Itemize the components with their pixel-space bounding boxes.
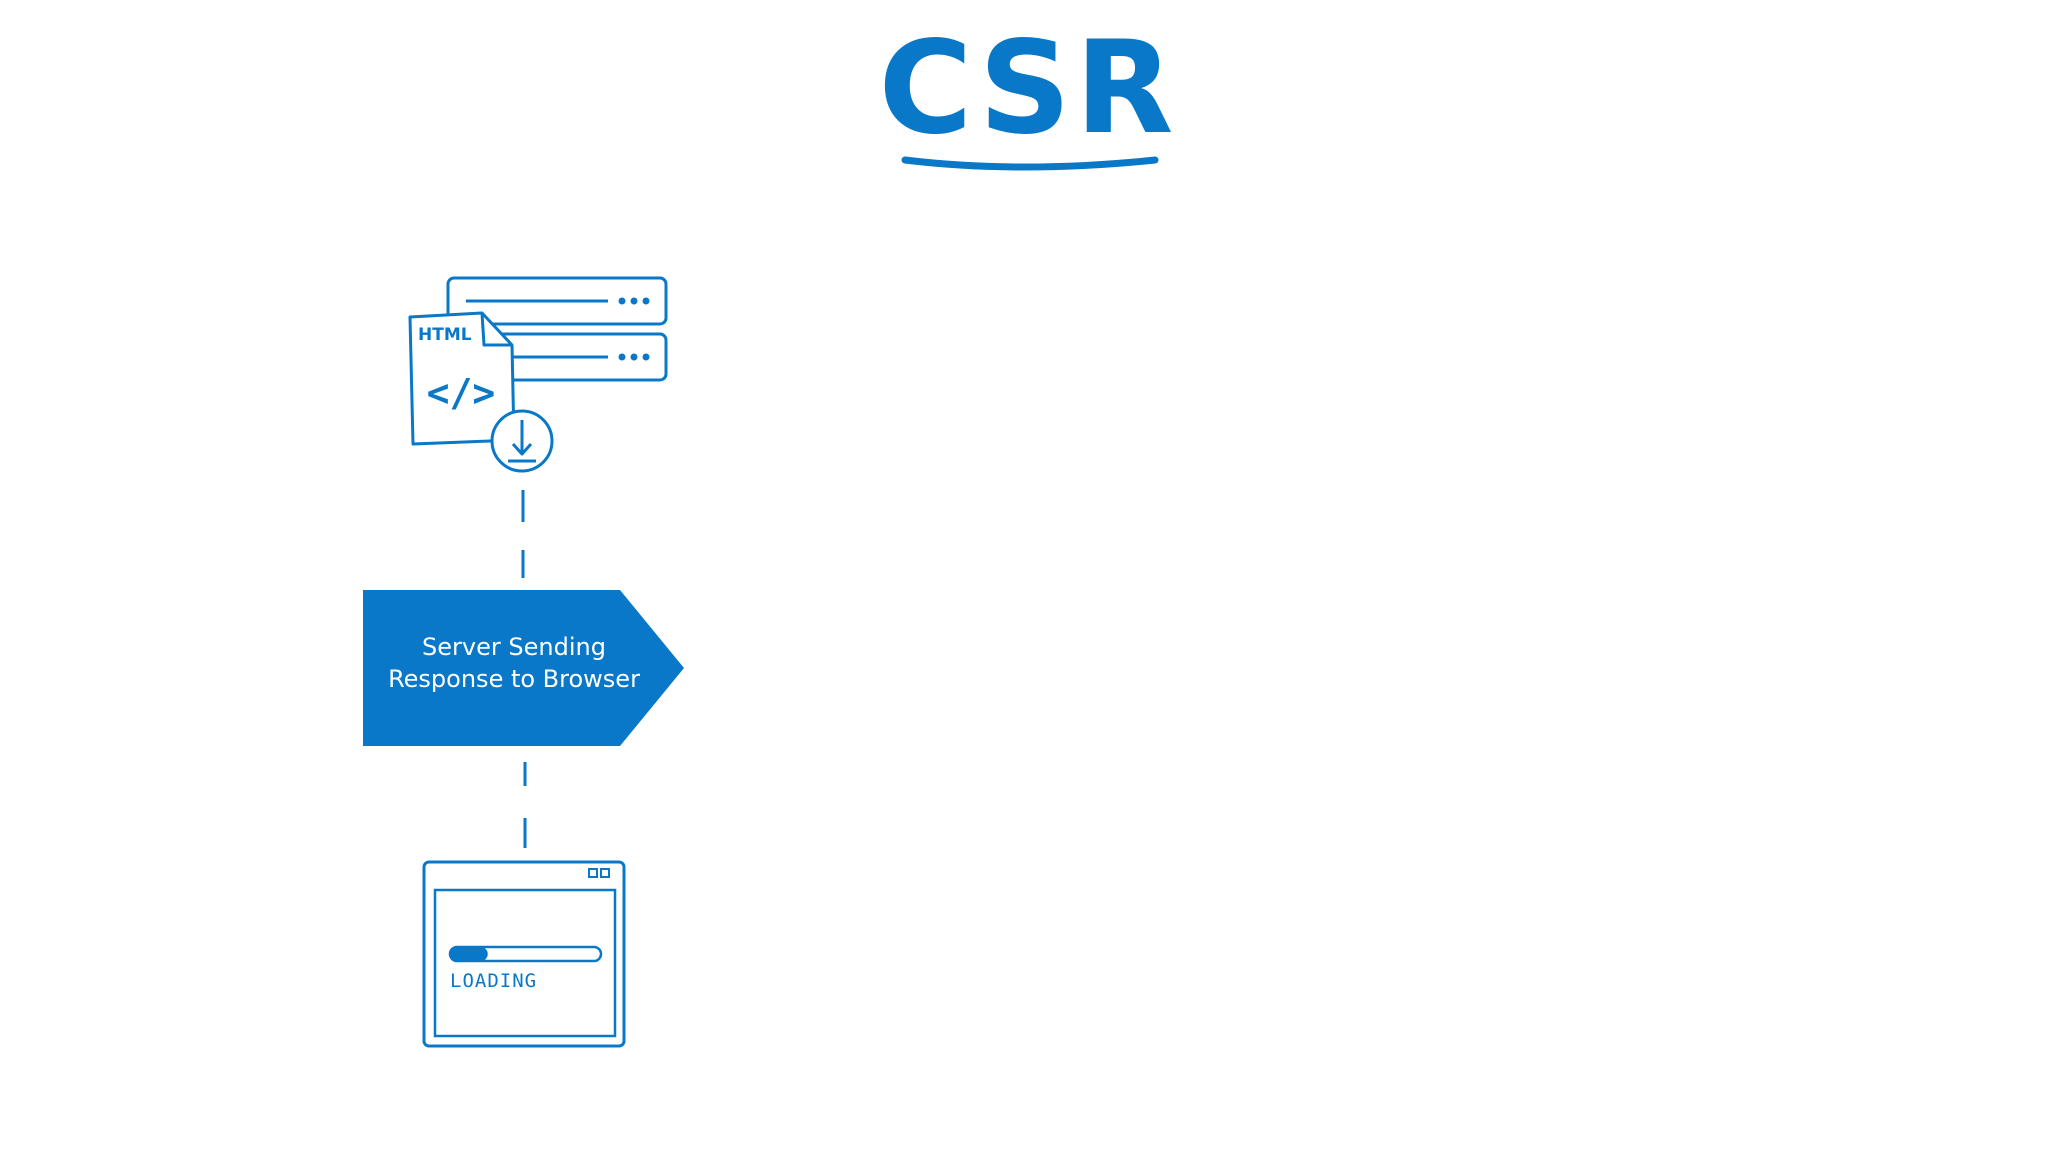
html-file-icon: HTML </> xyxy=(408,311,516,446)
progress-bar-fill xyxy=(450,947,488,961)
step-label-line1: Server Sending xyxy=(422,633,606,661)
window-control-icon xyxy=(600,868,610,878)
window-control-icon xyxy=(588,868,598,878)
title-group: CSR xyxy=(878,14,1177,171)
browser-loading-icon: LOADING xyxy=(422,860,626,1048)
diagram-title: CSR xyxy=(878,14,1177,163)
step-label-line2: Response to Browser xyxy=(388,665,640,693)
code-symbol: </> xyxy=(427,371,496,415)
loading-label: LOADING xyxy=(450,970,537,992)
server-html-icon: HTML </> xyxy=(408,276,668,473)
html-file-label: HTML xyxy=(418,325,472,345)
download-icon xyxy=(490,409,554,473)
step-server-sending-response: Server Sending Response to Browser xyxy=(363,590,684,746)
title-underline xyxy=(901,156,1159,171)
